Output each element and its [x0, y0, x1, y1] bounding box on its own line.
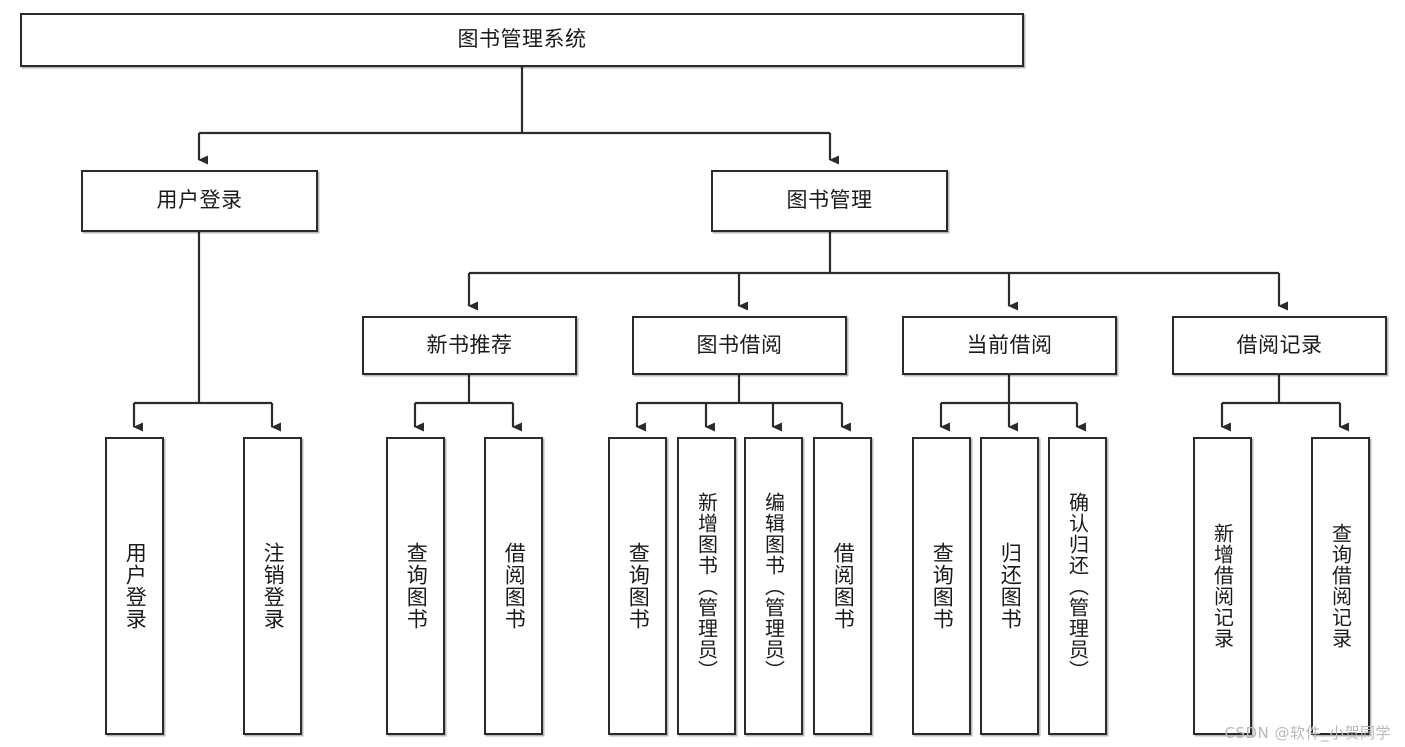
node-leaf-add-borrow-record[interactable]: 新增借阅记录 — [1193, 437, 1252, 735]
node-label: 新书推荐 — [426, 332, 513, 357]
csdn-watermark: CSDN @软件_小贺同学 — [1224, 724, 1391, 742]
node-label: 当前借阅 — [966, 332, 1053, 357]
node-leaf-query-book-current[interactable]: 查询图书 — [912, 437, 971, 735]
node-label: 用户登录 — [123, 542, 148, 630]
node-book-management[interactable]: 图书管理 — [711, 170, 948, 232]
node-label: 图书管理系统 — [457, 27, 587, 52]
node-label: 新增借阅记录 — [1210, 523, 1235, 649]
node-current-borrow[interactable]: 当前借阅 — [902, 316, 1117, 375]
node-root-book-management-system[interactable]: 图书管理系统 — [20, 13, 1024, 67]
node-label: 借阅图书 — [831, 542, 856, 630]
node-leaf-edit-book-admin[interactable]: 编辑图书（管理员） — [744, 437, 803, 735]
node-leaf-query-book-recommend[interactable]: 查询图书 — [386, 437, 445, 735]
node-label: 图书借阅 — [696, 332, 783, 357]
node-label: 归还图书 — [998, 542, 1023, 630]
node-leaf-query-book-borrow[interactable]: 查询图书 — [608, 437, 667, 735]
node-label: 查询图书 — [626, 542, 651, 630]
node-borrow-record[interactable]: 借阅记录 — [1172, 316, 1387, 375]
node-label: 图书管理 — [786, 188, 873, 213]
node-label: 查询借阅记录 — [1328, 523, 1353, 649]
node-label: 确认归还（管理员） — [1065, 491, 1090, 681]
node-label: 借阅图书 — [502, 542, 527, 630]
node-label: 查询图书 — [404, 542, 429, 630]
node-leaf-user-login[interactable]: 用户登录 — [105, 437, 164, 735]
node-label: 用户登录 — [156, 188, 243, 213]
node-leaf-confirm-return-admin[interactable]: 确认归还（管理员） — [1048, 437, 1107, 735]
node-leaf-logout-login[interactable]: 注销登录 — [243, 437, 302, 735]
node-leaf-return-book[interactable]: 归还图书 — [980, 437, 1039, 735]
node-label: 注销登录 — [261, 542, 286, 630]
node-book-borrow[interactable]: 图书借阅 — [632, 316, 847, 375]
node-leaf-borrow-book[interactable]: 借阅图书 — [813, 437, 872, 735]
node-label: 借阅记录 — [1236, 332, 1323, 357]
node-label: 新增图书（管理员） — [694, 491, 719, 681]
node-leaf-borrow-book-recommend[interactable]: 借阅图书 — [484, 437, 543, 735]
node-label: 编辑图书（管理员） — [761, 491, 786, 681]
node-label: 查询图书 — [930, 542, 955, 630]
node-leaf-query-borrow-record[interactable]: 查询借阅记录 — [1311, 437, 1370, 735]
node-new-book-recommend[interactable]: 新书推荐 — [362, 316, 577, 375]
node-user-login[interactable]: 用户登录 — [81, 170, 318, 232]
node-leaf-add-book-admin[interactable]: 新增图书（管理员） — [677, 437, 736, 735]
